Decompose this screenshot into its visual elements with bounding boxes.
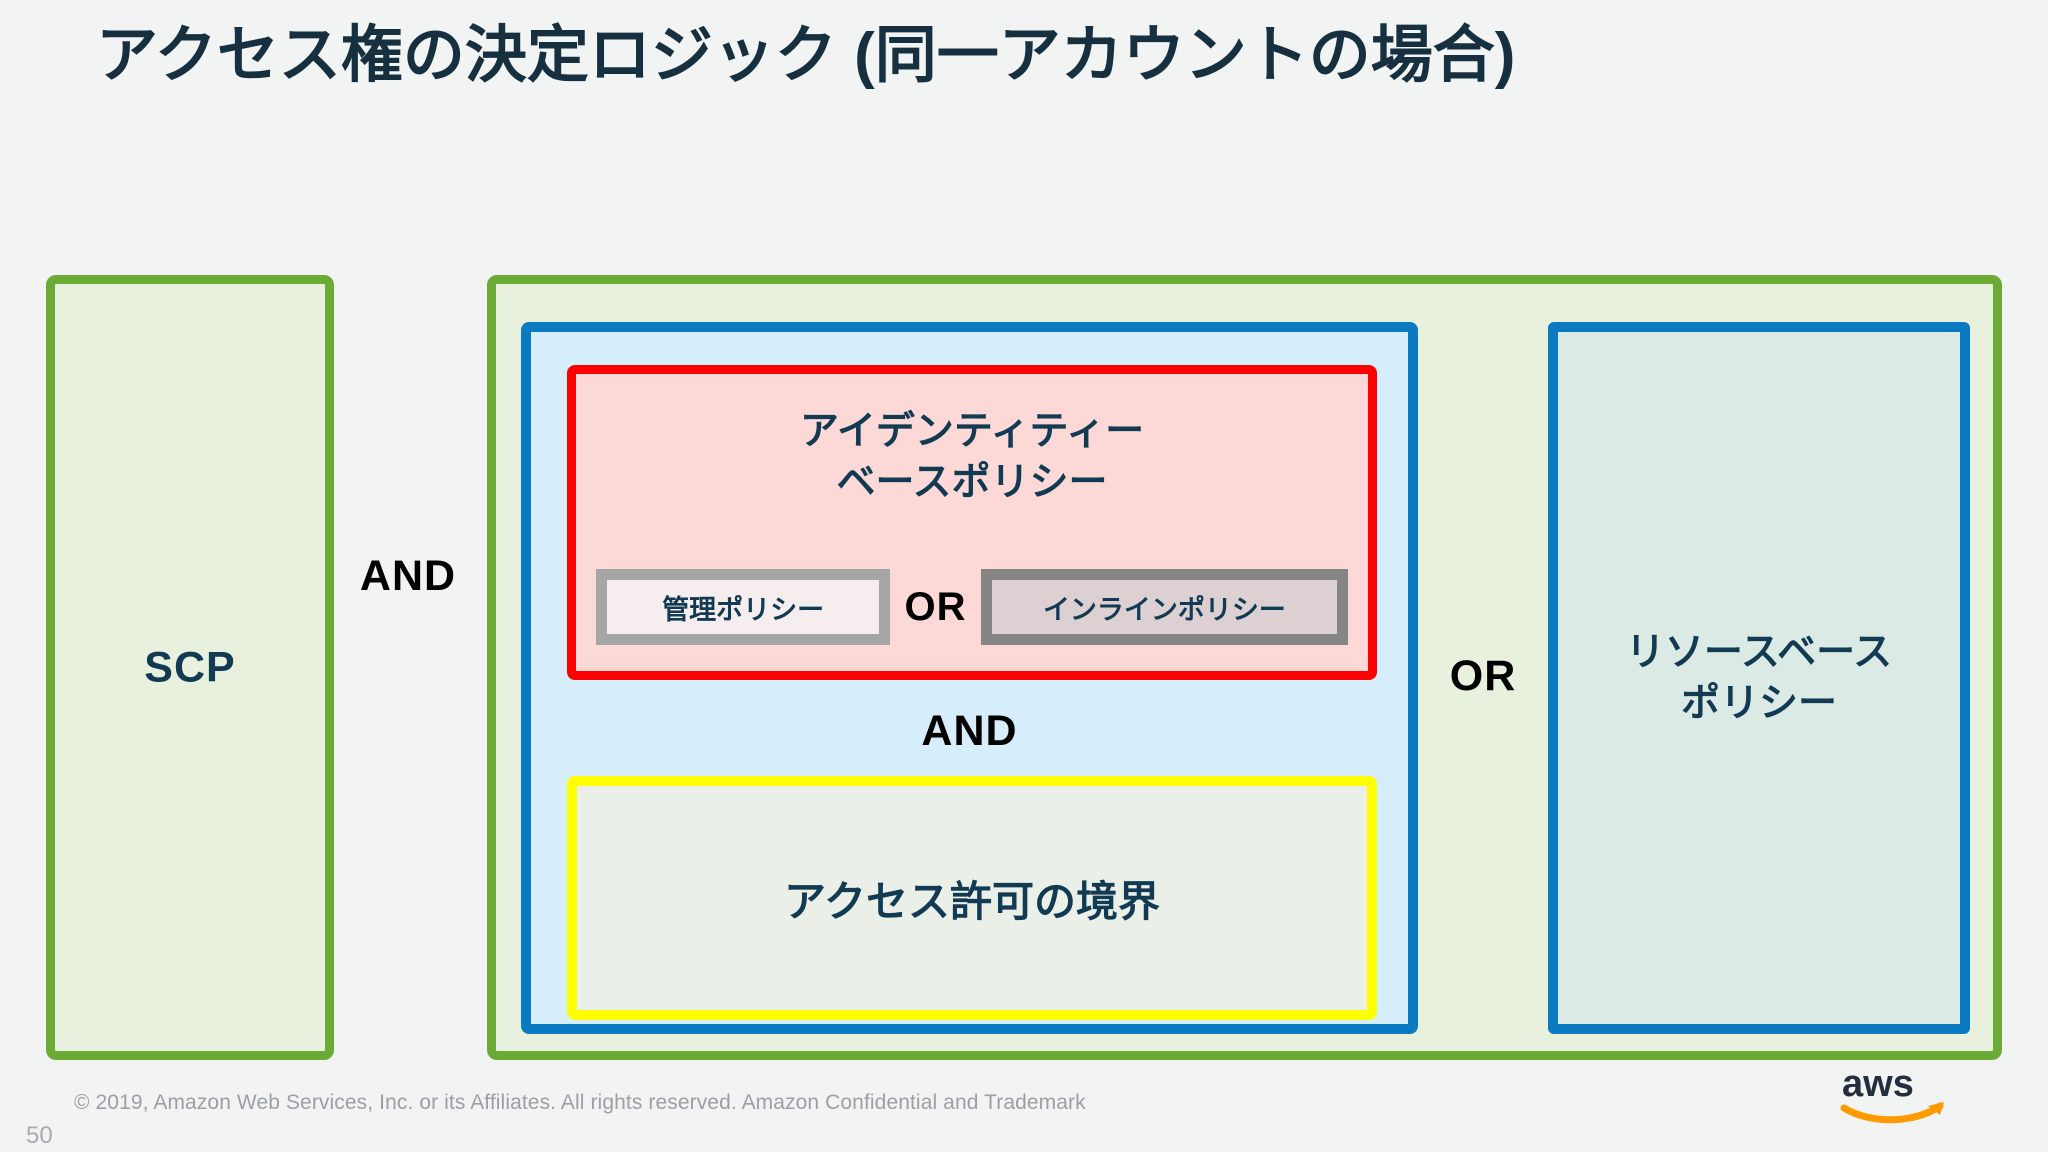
aws-smile-arc [1840,1102,1944,1124]
permission-boundary-box: アクセス許可の境界 [567,776,1377,1020]
aws-smile-arrowhead [1928,1102,1944,1115]
page-title: アクセス権の決定ロジック (同一アカウントの場合) [96,21,1516,90]
operator-or-resource: OR [1449,652,1517,700]
operator-and-scp: AND [359,551,457,600]
slide-number: 50 [26,1122,53,1149]
resource-based-policy-label: リソースベース ポリシー [1626,627,1892,730]
scp-box: SCP [46,275,334,1060]
footer-copyright: © 2019, Amazon Web Services, Inc. or its… [74,1091,1086,1114]
inline-policy-chip: インラインポリシー [980,569,1348,645]
scp-label: SCP [144,643,236,691]
resource-based-policy-line1: リソースベース [1625,630,1893,674]
identity-based-policy-title: アイデンティティー ベースポリシー [576,406,1368,509]
policy-chip-row: 管理ポリシー OR インラインポリシー [596,569,1348,645]
operator-or-policy: OR [904,584,967,629]
operator-and-inner: AND [921,706,1018,755]
resource-based-policy-box: リソースベース ポリシー [1548,322,1970,1034]
identity-based-policy-title-line2: ベースポリシー [836,461,1108,505]
principal-box: アイデンティティー ベースポリシー 管理ポリシー OR インラインポリシー AN… [521,322,1418,1034]
resource-based-policy-line2: ポリシー [1680,682,1837,725]
aws-wordmark: aws [1842,1063,1914,1105]
managed-policy-chip: 管理ポリシー [596,569,891,645]
permission-boundary-label: アクセス許可の境界 [784,877,1160,925]
aws-logo: aws [1840,1063,1944,1124]
identity-based-policy-title-line1: アイデンティティー [799,410,1145,453]
identity-based-policy-box: アイデンティティー ベースポリシー 管理ポリシー OR インラインポリシー [567,365,1377,680]
identity-group-box: アイデンティティー ベースポリシー 管理ポリシー OR インラインポリシー AN… [487,275,2002,1060]
